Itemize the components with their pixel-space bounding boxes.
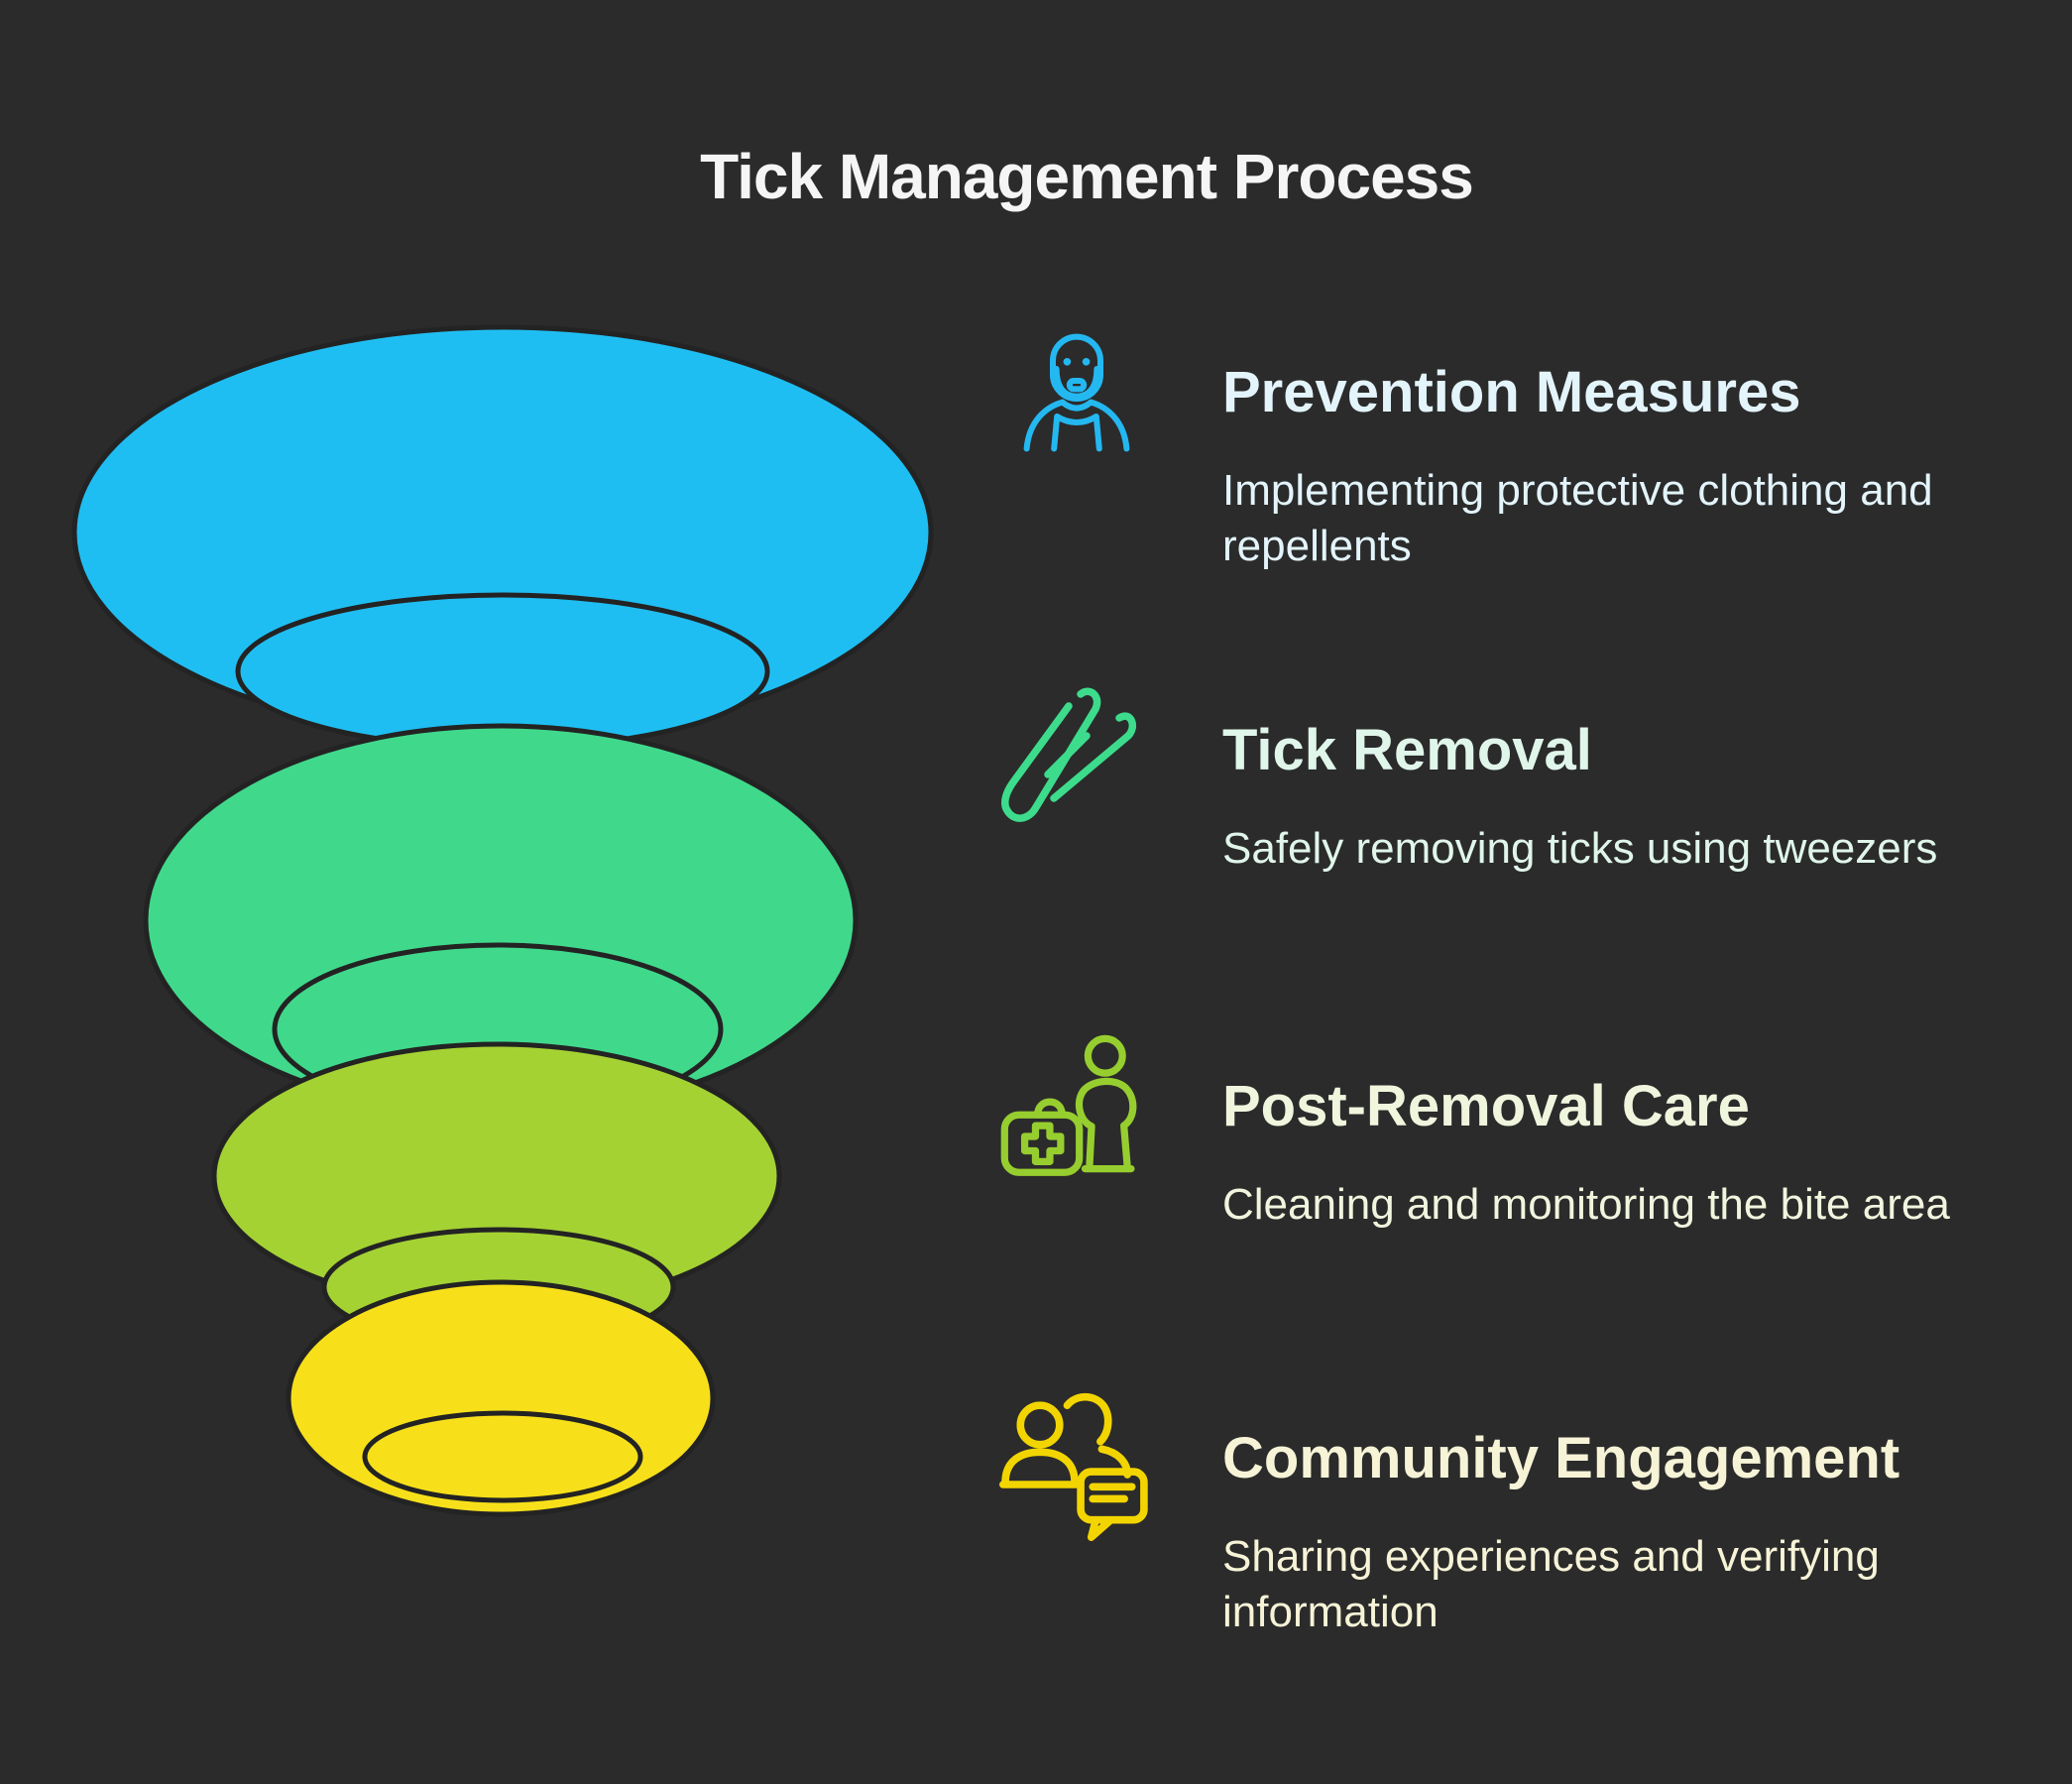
section-tick-removal: Tick Removal Safely removing ticks using… — [0, 678, 2072, 1006]
tweezers-icon — [994, 678, 1143, 835]
funnel-stage-community-engagement-ring — [362, 1410, 643, 1503]
community-icon — [999, 1386, 1150, 1545]
section-prevention-measures: Prevention Measures Implementing protect… — [0, 320, 2072, 648]
first-aid-icon — [996, 1034, 1145, 1178]
section-description: Implementing protective clothing and rep… — [1222, 466, 1933, 570]
section-description: Cleaning and monitoring the bite area — [1222, 1180, 1950, 1229]
section-post-removal-care: Post-Removal Care Cleaning and monitorin… — [0, 1034, 2072, 1362]
section-heading: Community Engagement — [1222, 1426, 1900, 1490]
section-heading: Tick Removal — [1222, 718, 1592, 782]
farmer-icon — [1017, 320, 1136, 465]
section-description: Sharing experiences and verifying inform… — [1222, 1532, 1880, 1636]
section-heading: Post-Removal Care — [1222, 1074, 1750, 1138]
section-description: Safely removing ticks using tweezers — [1222, 824, 1938, 873]
page-title: Tick Management Process — [700, 141, 1474, 212]
section-community-engagement: Community Engagement Sharing experiences… — [0, 1386, 2072, 1714]
section-heading: Prevention Measures — [1222, 360, 1801, 424]
